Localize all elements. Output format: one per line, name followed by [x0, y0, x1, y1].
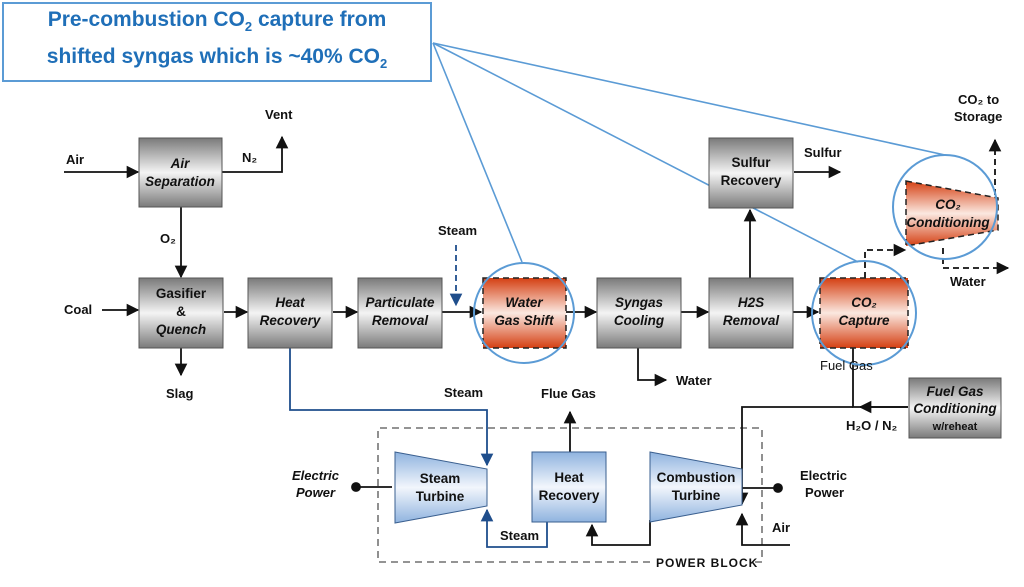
block-heat-recovery[interactable]: Heat Recovery [247, 277, 333, 349]
svg-text:Particulate: Particulate [365, 295, 435, 310]
callout-line-2: shifted syngas which is ~40% CO2 [46, 45, 388, 72]
leader-co2-conditioning [432, 42, 946, 156]
svg-text:Removal: Removal [723, 313, 780, 328]
block-syngas-cooling[interactable]: Syngas Cooling [596, 277, 682, 349]
svg-text:Air: Air [170, 156, 191, 171]
flow-steam-heat-to-st [289, 348, 494, 467]
label-electric-power-right-1: Electric [800, 468, 847, 483]
svg-text:Capture: Capture [838, 313, 889, 328]
svg-text:Turbine: Turbine [416, 489, 465, 504]
power-node-right [773, 483, 783, 493]
block-fuel-gas-conditioning[interactable]: Fuel Gas Conditioning w/reheat [908, 377, 1002, 439]
block-water-gas-shift[interactable]: Water Gas Shift [473, 262, 575, 364]
block-co2-capture[interactable]: CO₂ Capture [811, 260, 917, 366]
flow-air-ct [735, 512, 790, 546]
flow-water-out [637, 348, 668, 387]
svg-text:CO₂: CO₂ [851, 295, 876, 310]
callout-box: Pre-combustion CO2 capture from shifted … [2, 2, 432, 82]
label-electric-power-left-2: Power [296, 485, 336, 500]
svg-text:Heat: Heat [275, 295, 305, 310]
callout-leaders [432, 42, 946, 263]
svg-text:&: & [176, 304, 186, 319]
svg-text:Sulfur: Sulfur [732, 155, 772, 170]
svg-text:Recovery: Recovery [260, 313, 322, 328]
svg-text:w/reheat: w/reheat [932, 421, 978, 433]
flow-water-cond [942, 248, 1010, 275]
block-heat-recovery-power[interactable]: Heat Recovery [531, 451, 607, 523]
power-block-label: POWER BLOCK [656, 556, 758, 570]
svg-text:Recovery: Recovery [539, 488, 600, 503]
label-vent: Vent [265, 107, 293, 122]
leader-co2-capture [432, 42, 859, 263]
svg-text:Syngas: Syngas [615, 295, 664, 310]
svg-text:Quench: Quench [156, 322, 206, 337]
svg-text:Separation: Separation [145, 174, 215, 189]
svg-text:Heat: Heat [554, 470, 584, 485]
svg-text:Combustion: Combustion [657, 470, 736, 485]
block-particulate-removal[interactable]: Particulate Removal [357, 277, 443, 349]
label-co2-storage-1: CO₂ to [958, 92, 999, 107]
svg-text:Steam: Steam [420, 471, 461, 486]
flow-n2-vent [222, 135, 289, 173]
svg-text:Removal: Removal [372, 313, 429, 328]
svg-text:Conditioning: Conditioning [913, 401, 997, 416]
label-co2-storage-2: Storage [954, 109, 1002, 124]
label-water-cooling: Water [676, 373, 712, 388]
block-sulfur-recovery[interactable]: Sulfur Recovery [708, 137, 794, 209]
label-electric-power-left-1: Electric [292, 468, 340, 483]
label-air-in: Air [66, 152, 84, 167]
flow-capture-conditioning [864, 243, 907, 278]
svg-text:Conditioning: Conditioning [906, 215, 990, 230]
label-fuel-gas: Fuel Gas [820, 358, 873, 373]
flow-steam-hrsg-to-st [480, 508, 548, 548]
label-electric-power-right-2: Power [805, 485, 844, 500]
svg-text:Water: Water [505, 295, 543, 310]
svg-text:Gas Shift: Gas Shift [494, 313, 554, 328]
svg-text:Recovery: Recovery [721, 173, 782, 188]
power-block-boundary: POWER BLOCK [377, 427, 763, 570]
block-gasifier[interactable]: Gasifier & Quench [138, 277, 224, 349]
label-coal: Coal [64, 302, 92, 317]
svg-text:Gasifier: Gasifier [156, 286, 207, 301]
highlight-circle [473, 262, 575, 364]
label-steam-bottom: Steam [500, 528, 539, 543]
svg-text:Fuel Gas: Fuel Gas [926, 384, 984, 399]
label-flue-gas: Flue Gas [541, 386, 596, 401]
label-steam-top: Steam [438, 223, 477, 238]
highlight-circle [811, 260, 917, 366]
label-steam-mid: Steam [444, 385, 483, 400]
block-steam-turbine[interactable]: Steam Turbine [394, 451, 488, 524]
callout-line-1: Pre-combustion CO2 capture from [47, 7, 387, 34]
process-flows [64, 135, 908, 546]
highlight-circle [892, 154, 998, 260]
svg-text:Turbine: Turbine [672, 488, 721, 503]
block-h2s-removal[interactable]: H2S Removal [708, 277, 794, 349]
block-co2-conditioning[interactable]: CO₂ Conditioning [892, 154, 999, 260]
svg-text:H2S: H2S [738, 295, 764, 310]
svg-text:Cooling: Cooling [614, 313, 665, 328]
label-slag: Slag [166, 386, 194, 401]
label-h2o-n2: H₂O / N₂ [846, 418, 898, 433]
svg-text:CO₂: CO₂ [935, 197, 960, 212]
block-combustion-turbine[interactable]: Combustion Turbine [649, 451, 743, 523]
label-air-ct: Air [772, 520, 790, 535]
label-o2: O₂ [160, 231, 176, 246]
block-air-separation[interactable]: Air Separation [138, 137, 223, 208]
label-n2: N₂ [242, 150, 257, 165]
leader-water-gas-shift [432, 42, 523, 263]
flow-fuel-gas [852, 348, 908, 408]
flow-ct-to-hrsg [585, 520, 651, 546]
label-sulfur: Sulfur [804, 145, 842, 160]
label-water-cond: Water [950, 274, 986, 289]
power-node-left [351, 482, 361, 492]
